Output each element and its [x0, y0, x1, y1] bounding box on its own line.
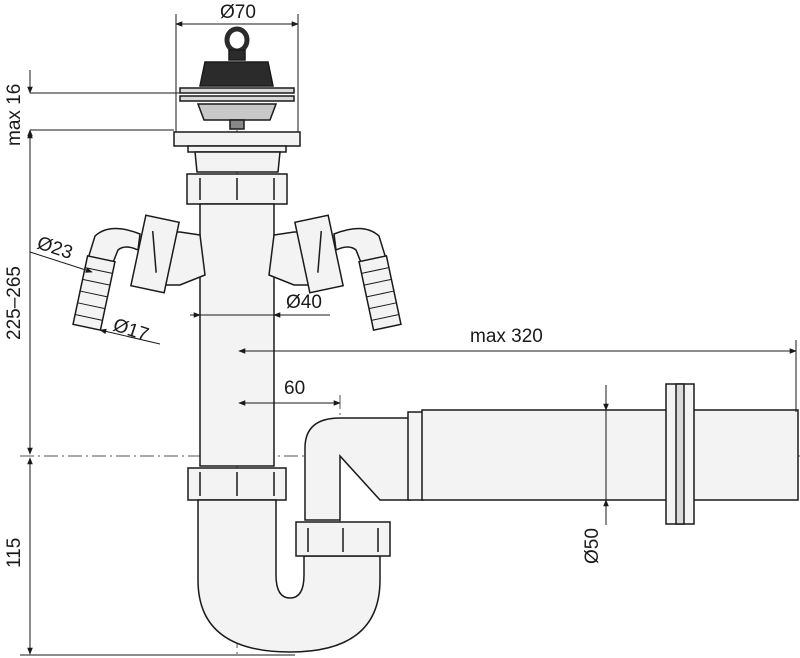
outlet-pipe	[407, 383, 799, 525]
left-hose-nozzle	[72, 214, 206, 332]
dim-hose-outer: Ø23	[34, 233, 75, 264]
dim-body-diameter: Ø40	[286, 292, 322, 313]
dim-hose-inner: Ø17	[110, 315, 151, 346]
drain-flange	[173, 131, 301, 205]
dim-max-length: max 320	[470, 326, 543, 347]
u-bend-trap	[197, 499, 381, 653]
dim-stopper-diameter: Ø70	[220, 2, 256, 23]
trap-riser	[295, 417, 411, 557]
dim-trap-height: 115	[4, 538, 25, 568]
dim-outlet-diameter: Ø50	[582, 528, 603, 564]
right-hose-nozzle	[268, 214, 402, 332]
dim-offset: 60	[284, 378, 305, 399]
dim-max-depth: max 16	[4, 84, 25, 146]
stopper-plug	[179, 26, 295, 130]
dimension-lines	[20, 14, 797, 656]
dim-height-range: 225–265	[4, 266, 25, 340]
body-lower-nut	[187, 467, 287, 501]
vertical-body-pipe	[199, 203, 275, 467]
